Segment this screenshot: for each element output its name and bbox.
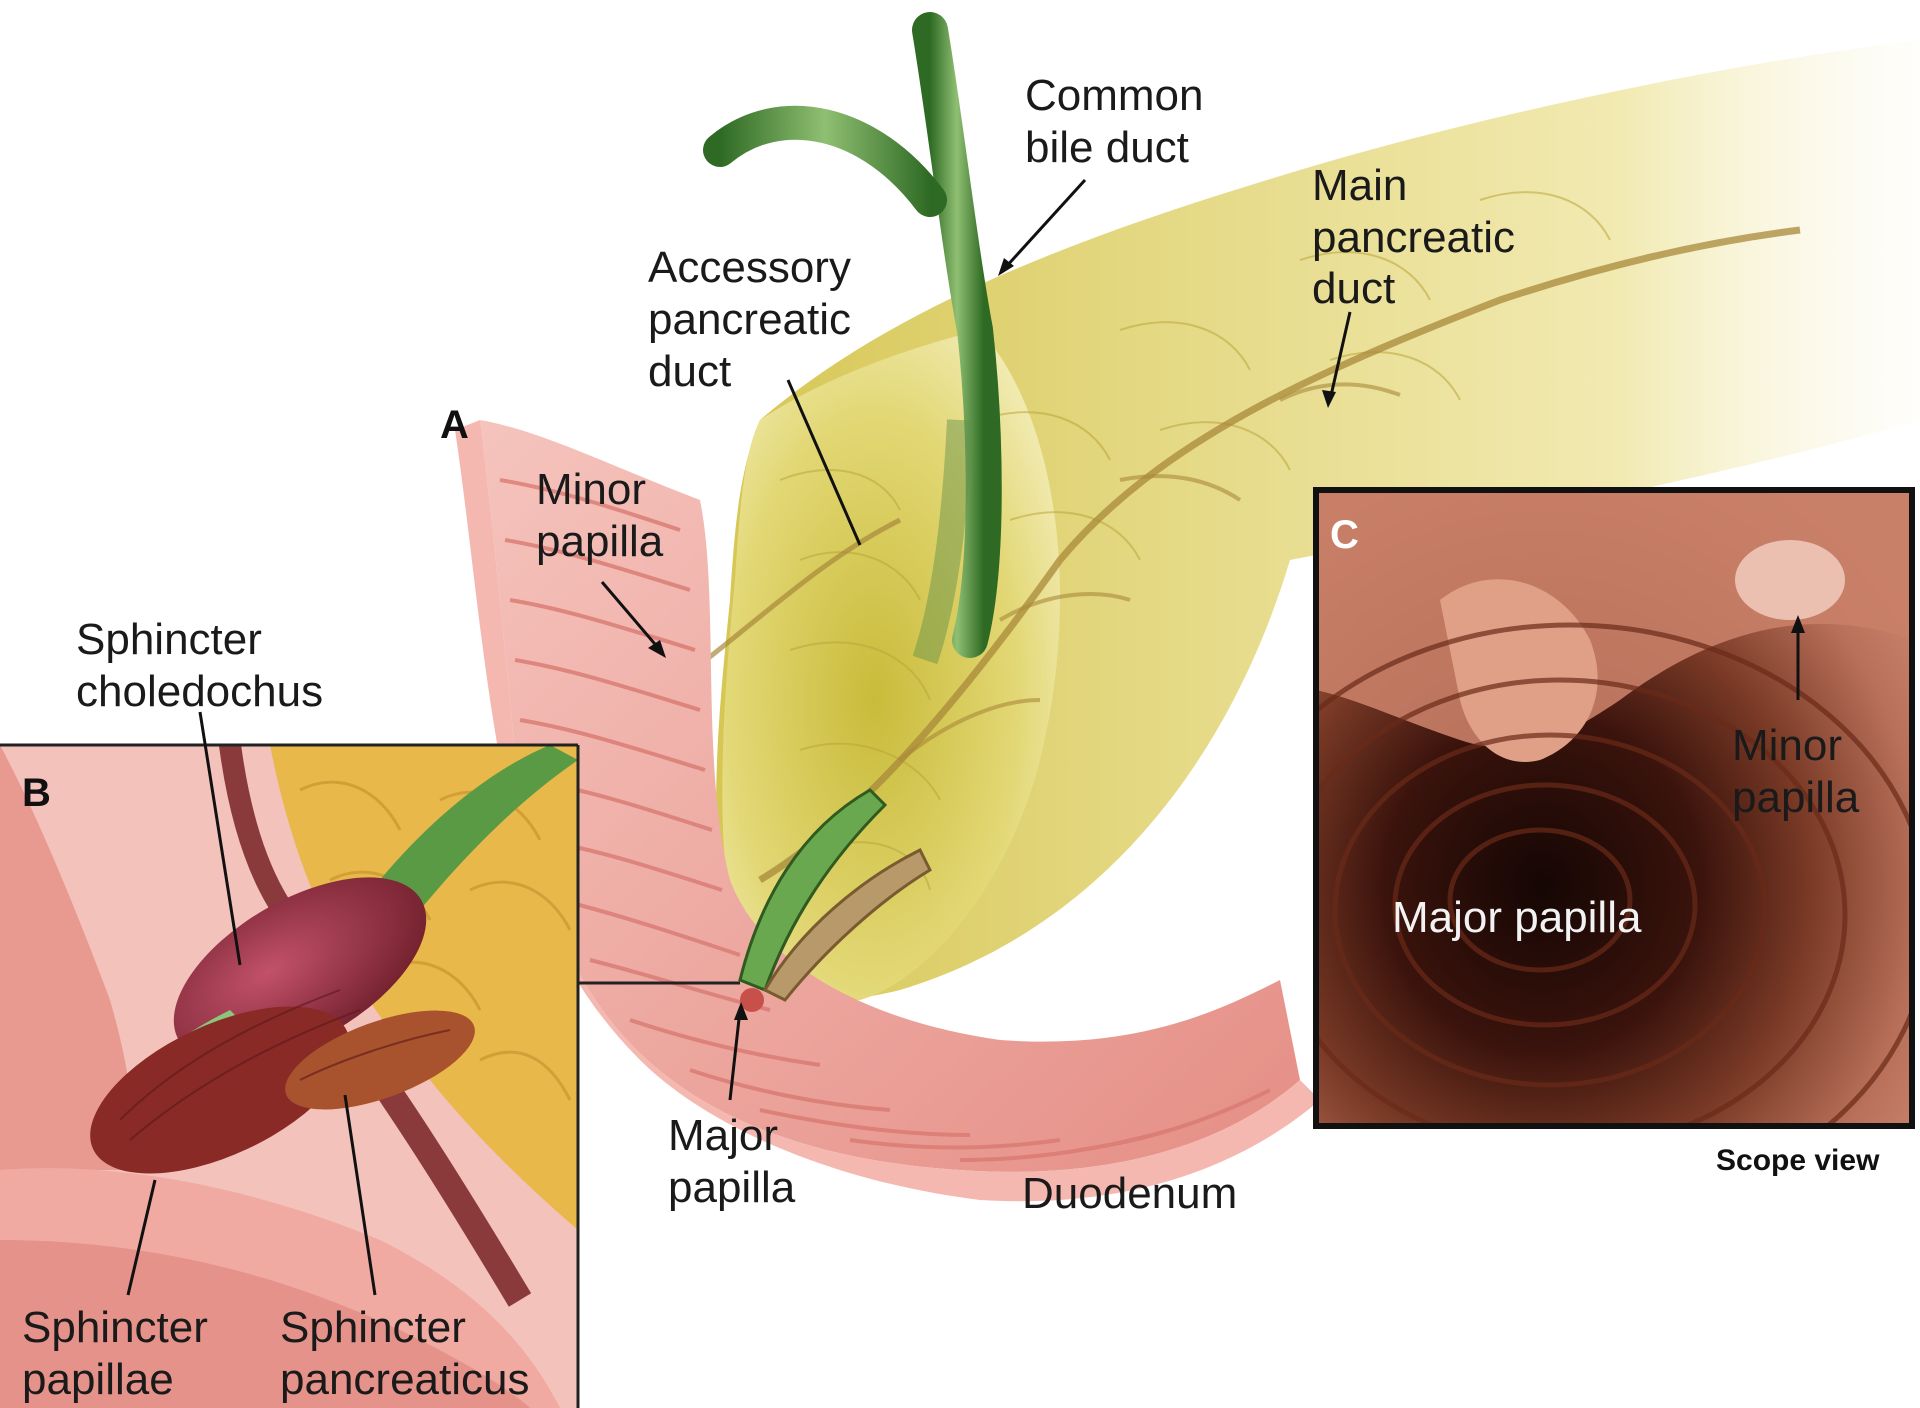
panel-label-b: B (22, 771, 51, 815)
label-scope-major-papilla: Major papilla (1392, 893, 1642, 942)
common-hepatic-branch (720, 123, 930, 200)
label-major-papilla: Major papilla (668, 1111, 796, 1212)
label-duodenum: Duodenum (1022, 1169, 1237, 1218)
scope-minor-papilla-spot (1735, 540, 1845, 620)
panel-label-a: A (440, 403, 469, 447)
label-common-bile-duct: Common bile duct (1025, 71, 1216, 172)
label-sphincter-choledochus: Sphincter choledochus (76, 615, 323, 716)
panel-c-scope-photo (1210, 490, 1920, 1215)
panel-label-c: C (1330, 513, 1359, 557)
label-scope-view: Scope view (1716, 1144, 1880, 1177)
major-papilla (740, 988, 764, 1012)
